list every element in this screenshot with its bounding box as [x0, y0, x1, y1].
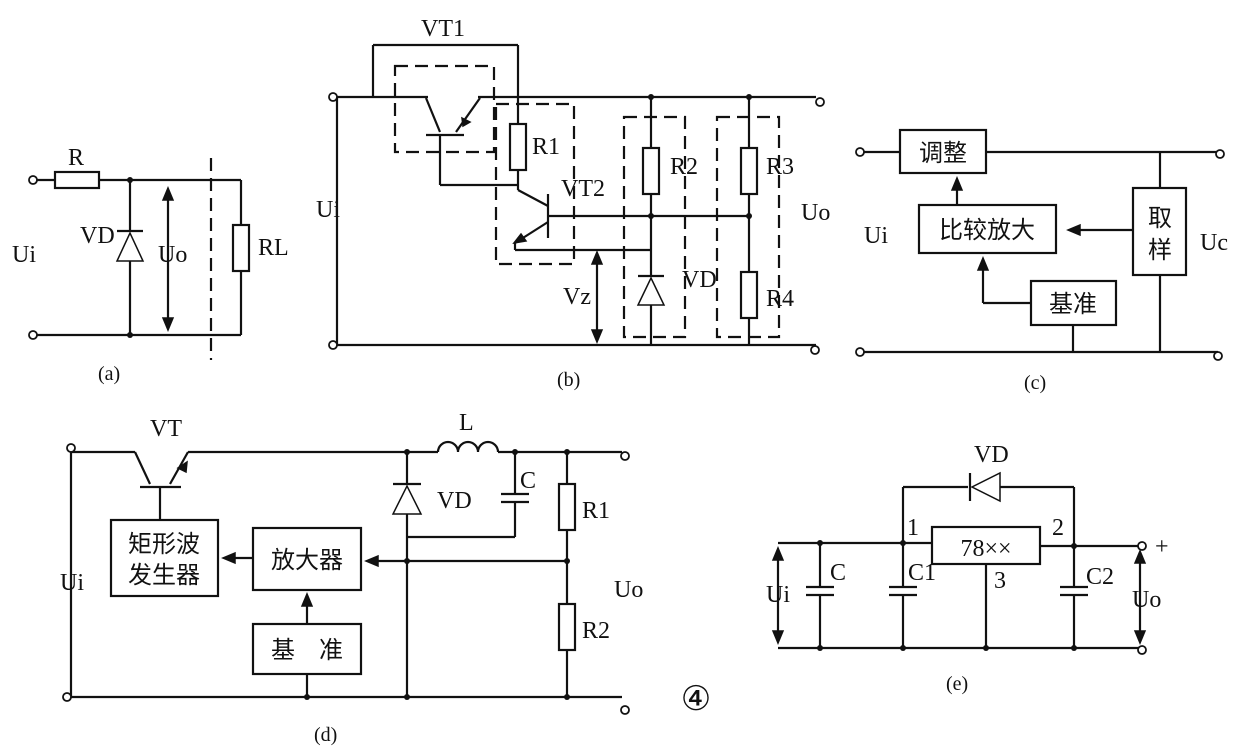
label-c: C: [520, 468, 536, 494]
circuit-c: 调整 比较放大 基准 取 样 Ui Uc (c): [855, 128, 1228, 394]
dashed-r2-vd: [622, 115, 687, 339]
label-r2: R2: [582, 618, 610, 644]
circuit-e: VD 78×× 1 2 3 C C1 C2 Ui Uo + (e): [766, 442, 1169, 695]
label-c: C: [830, 560, 846, 586]
label-ui: Ui: [864, 223, 888, 249]
label-vt: VT: [150, 416, 182, 442]
label-l: L: [459, 410, 474, 436]
label-r1: R1: [582, 498, 610, 524]
resistor-r1-b: [508, 122, 528, 172]
label-adjust: 调整: [919, 139, 967, 167]
circuit-d: VT L C VD R1 R2 Uo Ui 矩形波 发生器 放大器 基 准 (d…: [60, 410, 643, 746]
circuit-a: R VD Ui Uo RL (a): [12, 145, 289, 385]
label-square-wave-1: 矩形波: [128, 530, 200, 558]
block-adjust: [898, 128, 988, 175]
resistor-r2-b: [641, 146, 661, 196]
label-r1: R1: [532, 134, 560, 160]
label-regulator: 78××: [960, 536, 1011, 562]
label-vd: VD: [437, 488, 472, 514]
label-ui: Ui: [12, 242, 36, 268]
dashed-r3-r4: [715, 115, 781, 339]
label-vd: VD: [974, 442, 1009, 468]
label-sample-2: 样: [1148, 236, 1172, 264]
label-uc: Uc: [1200, 230, 1228, 256]
label-pin2: 2: [1052, 515, 1064, 541]
caption-a: (a): [98, 363, 120, 385]
label-uo: Uo: [801, 200, 830, 226]
caption-c: (c): [1024, 372, 1046, 394]
resistor-r3: [739, 146, 759, 196]
label-vt2: VT2: [561, 176, 605, 202]
resistor-r2-d: [557, 602, 577, 652]
label-amplifier: 放大器: [271, 546, 343, 574]
label-uo: Uo: [614, 577, 643, 603]
label-uo: Uo: [1132, 587, 1161, 613]
resistor-r4: [739, 270, 759, 320]
block-sample: [1131, 186, 1188, 277]
label-vz: Vz: [563, 284, 591, 310]
label-vt1: VT1: [421, 16, 465, 42]
label-r2: R2: [670, 154, 698, 180]
figure-number: ④: [681, 681, 711, 718]
block-square-wave-generator: [109, 518, 220, 598]
label-square-wave-2: 发生器: [128, 561, 200, 589]
resistor-r1-d: [557, 482, 577, 532]
caption-d: (d): [314, 724, 337, 746]
label-vd: VD: [80, 223, 115, 249]
resistor-r: [53, 170, 101, 190]
label-compare-amp: 比较放大: [939, 216, 1035, 244]
label-r4: R4: [766, 286, 794, 312]
circuit-b: VT1 R1 VT2 R2 R3 R4 VD Ui Uo Vz (b): [316, 16, 830, 391]
label-ui: Ui: [766, 582, 790, 608]
dashed-vt1: [393, 64, 496, 154]
label-plus: +: [1155, 534, 1169, 560]
label-ui: Ui: [316, 197, 340, 223]
label-sample-1: 取: [1148, 204, 1172, 232]
label-c1: C1: [908, 560, 936, 586]
label-pin1: 1: [907, 515, 919, 541]
block-reference: [1029, 279, 1118, 327]
block-compare-amp: [917, 203, 1058, 255]
label-reference: 基准: [1049, 290, 1097, 318]
label-uo: Uo: [158, 242, 187, 268]
label-r3: R3: [766, 154, 794, 180]
label-rl: RL: [258, 235, 289, 261]
caption-e: (e): [946, 673, 968, 695]
regulator-78xx: [930, 525, 1042, 566]
label-vd: VD: [682, 267, 717, 293]
label-c2: C2: [1086, 564, 1114, 590]
resistor-rl: [231, 223, 251, 273]
label-ui: Ui: [60, 570, 84, 596]
label-pin3: 3: [994, 568, 1006, 594]
label-r: R: [68, 145, 84, 171]
caption-b: (b): [557, 369, 580, 391]
label-reference: 基 准: [271, 636, 343, 664]
inductor-l: [436, 440, 500, 453]
